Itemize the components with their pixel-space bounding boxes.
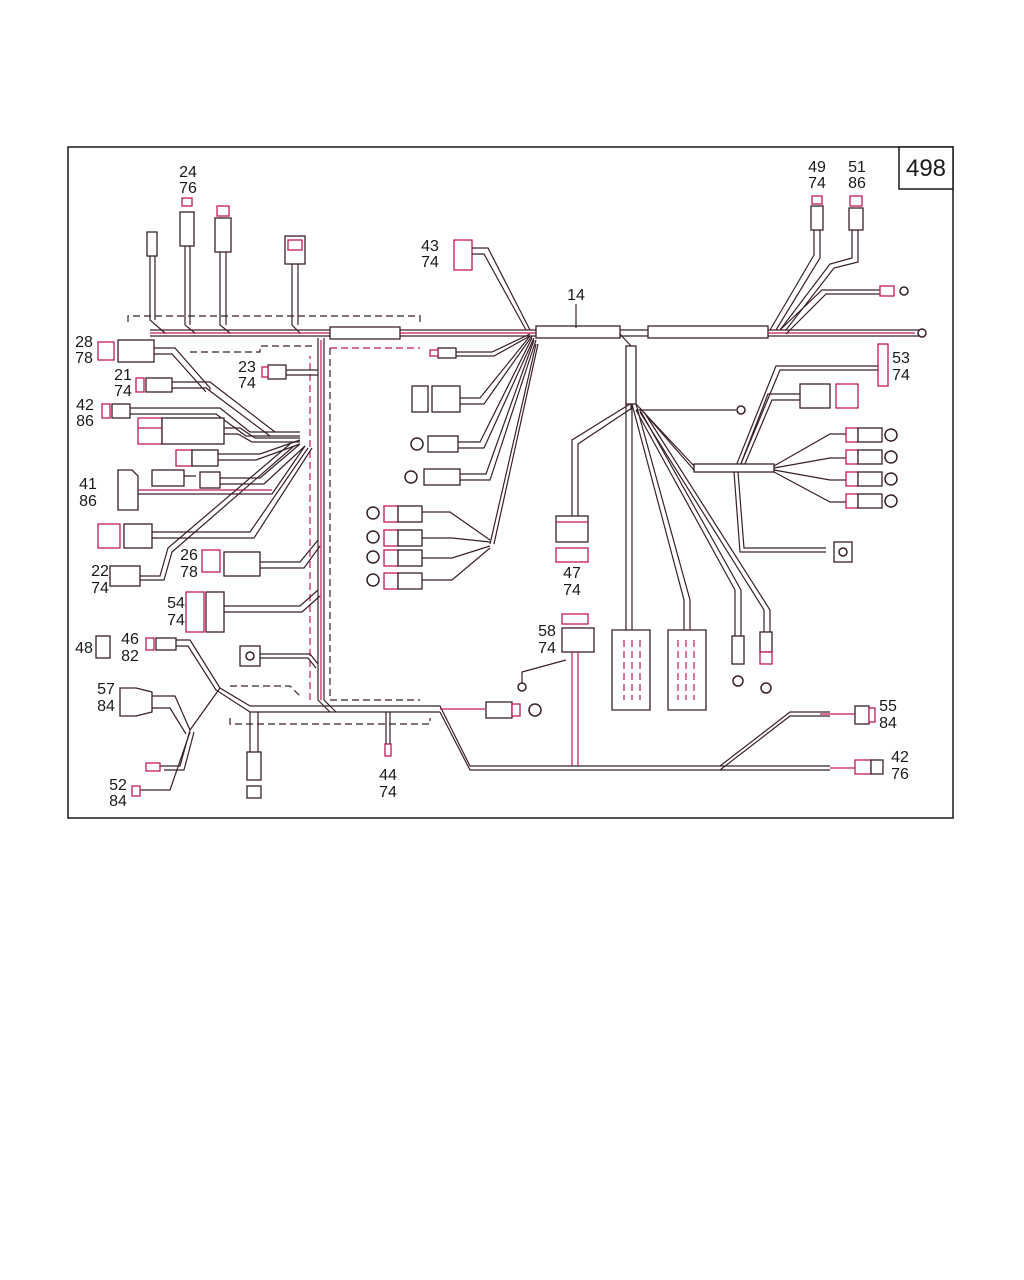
svg-text:55: 55 xyxy=(879,698,897,715)
connector xyxy=(179,211,195,247)
svg-text:84: 84 xyxy=(879,715,897,732)
harness-sleeve xyxy=(647,325,769,339)
center-connectors xyxy=(366,239,773,766)
svg-text:58: 58 xyxy=(538,623,556,640)
svg-text:22: 22 xyxy=(91,563,109,580)
left-connector-cluster xyxy=(95,339,392,799)
harness-sleeve xyxy=(535,325,621,339)
connector xyxy=(214,217,232,253)
callout-48: 48 xyxy=(75,640,93,657)
svg-text:28: 28 xyxy=(75,334,93,351)
svg-text:74: 74 xyxy=(892,367,910,384)
svg-text:78: 78 xyxy=(75,350,93,367)
svg-text:46: 46 xyxy=(121,631,139,648)
svg-text:54: 54 xyxy=(167,595,185,612)
svg-text:47: 47 xyxy=(563,565,581,582)
right-connectors xyxy=(635,195,909,775)
svg-text:78: 78 xyxy=(180,564,198,581)
svg-text:51: 51 xyxy=(848,159,866,176)
svg-text:52: 52 xyxy=(109,777,127,794)
page-number: 498 xyxy=(906,155,946,182)
svg-text:74: 74 xyxy=(114,383,132,400)
svg-text:86: 86 xyxy=(848,175,866,192)
svg-text:43: 43 xyxy=(421,238,439,255)
svg-text:74: 74 xyxy=(808,175,826,192)
svg-text:74: 74 xyxy=(238,375,256,392)
svg-text:53: 53 xyxy=(892,350,910,367)
svg-text:49: 49 xyxy=(808,159,826,176)
svg-text:41: 41 xyxy=(79,476,97,493)
ring-terminal xyxy=(917,328,927,338)
top-left-connectors xyxy=(146,197,306,334)
harness-sleeve xyxy=(625,345,637,405)
svg-text:84: 84 xyxy=(109,793,127,810)
harness-sleeve xyxy=(329,326,401,340)
svg-text:24: 24 xyxy=(179,164,197,181)
svg-text:74: 74 xyxy=(421,254,439,271)
svg-text:86: 86 xyxy=(76,413,94,430)
svg-text:84: 84 xyxy=(97,698,115,715)
svg-text:74: 74 xyxy=(167,612,185,629)
svg-text:26: 26 xyxy=(180,547,198,564)
sensor-stack xyxy=(366,343,539,590)
svg-text:23: 23 xyxy=(238,359,256,376)
svg-text:42: 42 xyxy=(891,749,909,766)
svg-text:86: 86 xyxy=(79,493,97,510)
svg-text:74: 74 xyxy=(563,582,581,599)
svg-text:82: 82 xyxy=(121,648,139,665)
diagram-frame xyxy=(67,146,954,819)
svg-text:76: 76 xyxy=(179,180,197,197)
svg-text:74: 74 xyxy=(538,640,556,657)
svg-text:42: 42 xyxy=(76,397,94,414)
svg-text:44: 44 xyxy=(379,767,397,784)
main-harness xyxy=(150,325,927,771)
callout-14: 14 xyxy=(567,287,585,304)
svg-text:76: 76 xyxy=(891,766,909,783)
svg-text:57: 57 xyxy=(97,681,115,698)
svg-text:74: 74 xyxy=(91,580,109,597)
svg-text:74: 74 xyxy=(379,784,397,801)
svg-text:48: 48 xyxy=(75,640,93,657)
page-number-box: 498 xyxy=(898,146,954,190)
routing-outlines xyxy=(127,315,431,725)
svg-text:21: 21 xyxy=(114,367,132,384)
